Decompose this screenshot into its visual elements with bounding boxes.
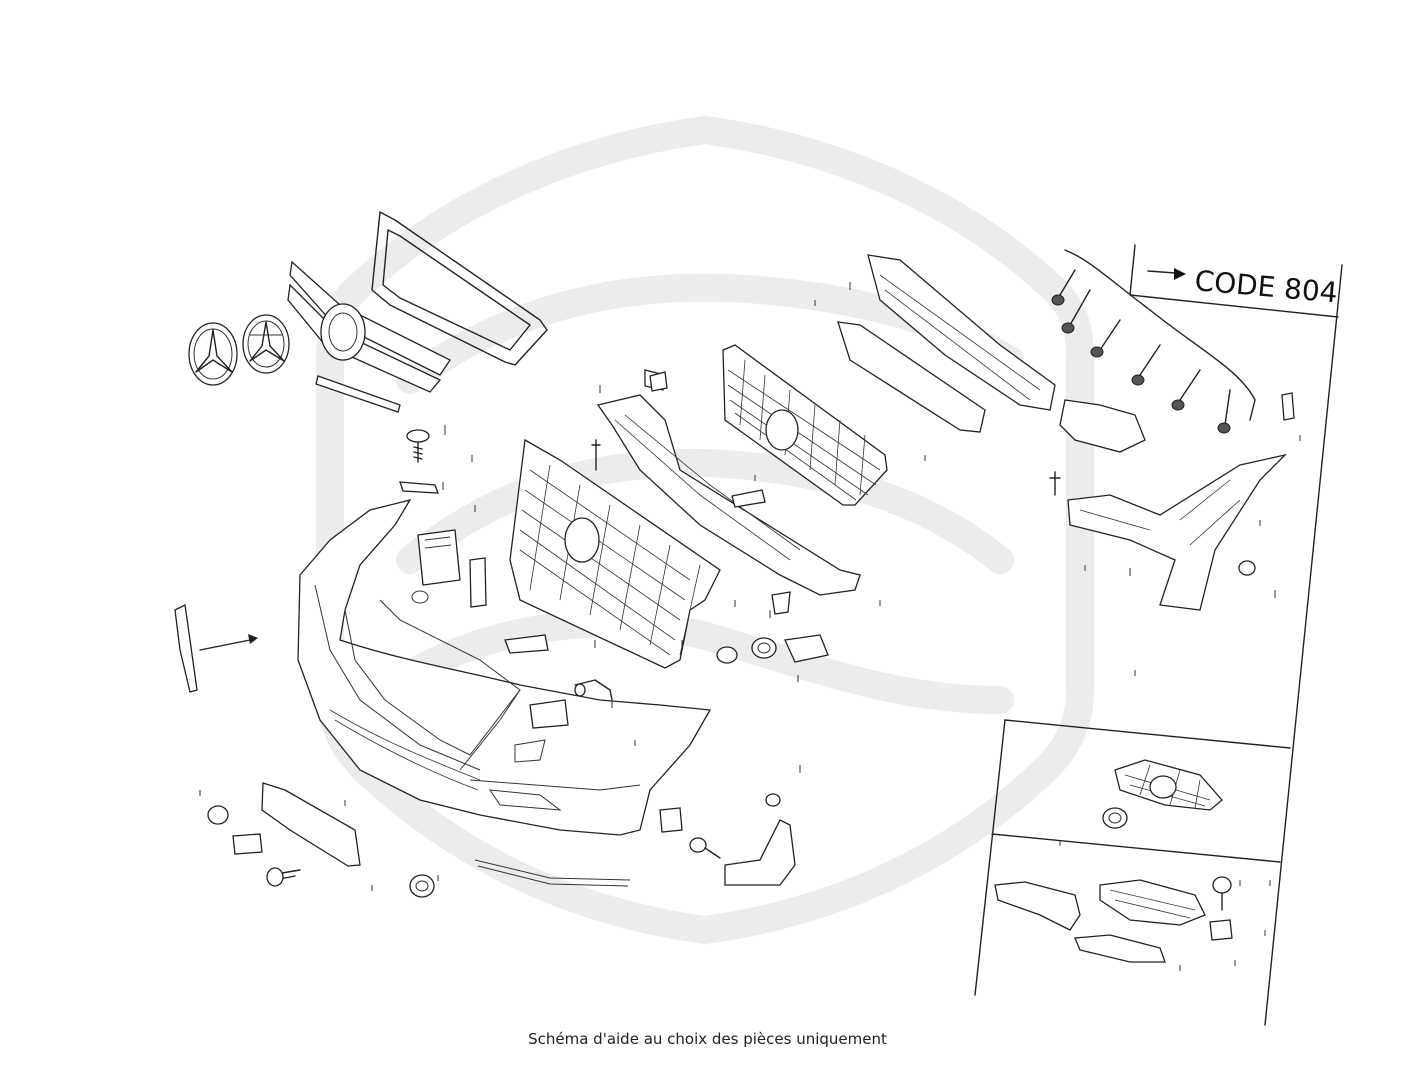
upper-grille-frame [371, 211, 548, 366]
star-emblem-badge [242, 314, 290, 374]
sensor-holder [529, 699, 569, 729]
fog-lamp-grille-option [1102, 759, 1223, 829]
leader-ticks [199, 282, 1301, 971]
side-carrier-bracket [1067, 453, 1288, 611]
arrow-indicator-left [199, 634, 258, 651]
star-emblem-outline [188, 322, 238, 386]
washer-nozzle-bracket [504, 634, 549, 654]
bolt-lower-center [409, 874, 435, 898]
license-plate-holder [261, 782, 361, 867]
wiring-clip [574, 679, 613, 701]
grille-bars [287, 260, 451, 393]
impact-absorber-upper [867, 254, 1056, 411]
screw-top-left [406, 429, 430, 463]
park-sensor-set [716, 634, 829, 664]
mounting-bracket-lower [724, 819, 796, 886]
sensor-bracket-block [1059, 399, 1146, 453]
fastener-pins [591, 371, 791, 615]
option-code-label: CODE 804 [1193, 264, 1339, 309]
diagram-caption: Schéma d'aide au choix des pièces unique… [528, 1030, 887, 1048]
lower-trim-option [994, 876, 1233, 963]
radiator-grille [722, 344, 888, 506]
bumper-reinforcement-bar [596, 369, 861, 596]
wiring-harness [1051, 249, 1256, 434]
chrome-trim-strip-lower [474, 859, 631, 887]
lower-grille-mesh [509, 438, 721, 669]
front-bumper-cover [297, 498, 712, 836]
impact-absorber-lower [837, 321, 986, 433]
side-trim-piece [174, 604, 198, 693]
clip-right [1049, 392, 1295, 576]
clip-bracket [399, 481, 439, 494]
option-inset-frame [974, 719, 1291, 996]
control-module [417, 529, 487, 608]
lower-right-fasteners [659, 793, 781, 859]
lower-left-fasteners [207, 805, 301, 887]
grille-trim-strip [315, 375, 401, 413]
watermark-logo [316, 115, 1094, 945]
